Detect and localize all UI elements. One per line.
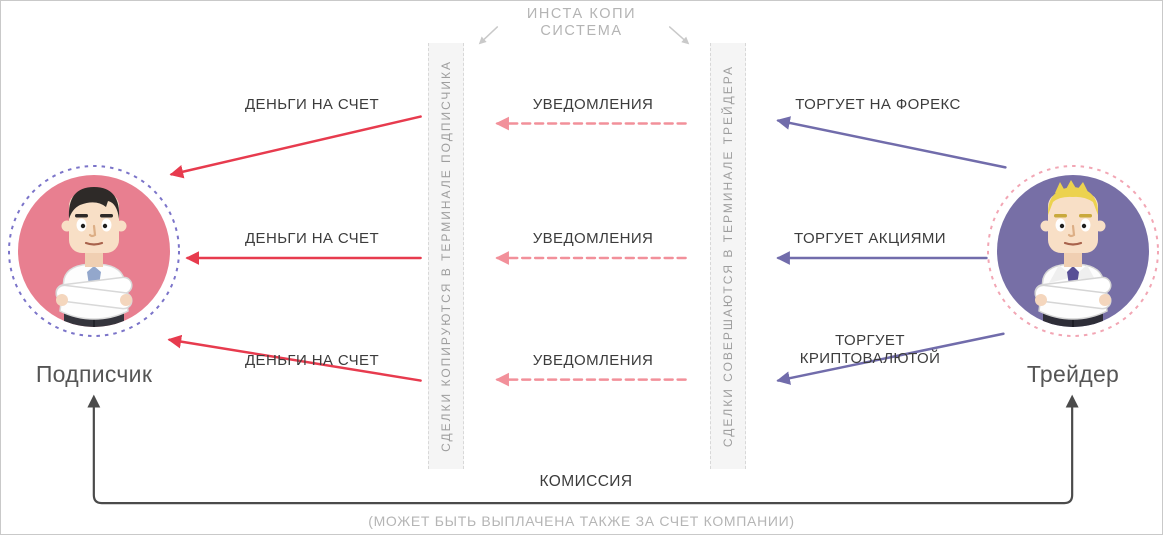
- system-title-line2: СИСТЕМА: [540, 23, 623, 39]
- commission-note: (МОЖЕТ БЫТЬ ВЫПЛАЧЕНА ТАКЖЕ ЗА СЧЕТ КОМП…: [368, 513, 795, 529]
- trader-illustration: [987, 165, 1159, 337]
- trader-dashed-ring: [987, 165, 1159, 337]
- trade-label-row3: ТОРГУЕТ КРИПТОВАЛЮТОЙ: [799, 332, 941, 367]
- money-label-row2: ДЕНЬГИ НА СЧЕТ: [244, 230, 380, 247]
- subscriber-dashed-ring: [8, 165, 180, 337]
- subscriber-label: Подписчик: [35, 361, 153, 387]
- trade-arrow-row3: [776, 332, 1005, 385]
- trader-cartoon: [1034, 180, 1112, 327]
- money-arrow-row3: [167, 334, 422, 382]
- title-pointer-left-arrow: [478, 26, 499, 45]
- subscriber-avatar: [8, 165, 180, 337]
- system-title-line1: ИНСТА КОПИ: [526, 6, 637, 22]
- commission-flow-arrow: [87, 394, 1079, 505]
- title-pointer-right-arrow: [668, 26, 690, 45]
- notify-label-row2: УВЕДОМЛЕНИЯ: [532, 230, 654, 247]
- notify-label-row3: УВЕДОМЛЕНИЯ: [532, 352, 654, 369]
- trade-arrow-row1: [776, 116, 1007, 169]
- subscriber-cartoon: [55, 187, 133, 327]
- notify-label-row1: УВЕДОМЛЕНИЯ: [532, 96, 654, 113]
- trade-label-row1: ТОРГУЕТ НА ФОРЕКС: [795, 96, 961, 113]
- money-label-row3: ДЕНЬГИ НА СЧЕТ: [244, 352, 380, 369]
- subscriber-illustration: [8, 165, 180, 337]
- trader-label: Трейдер: [1026, 361, 1120, 387]
- trade-label-row2: ТОРГУЕТ АКЦИЯМИ: [794, 230, 946, 247]
- money-arrow-row1: [169, 115, 422, 179]
- system-title: ИНСТА КОПИ СИСТЕМА: [1, 6, 1162, 40]
- money-label-row1: ДЕНЬГИ НА СЧЕТ: [244, 96, 380, 113]
- commission-label: КОМИССИЯ: [539, 473, 633, 490]
- trader-avatar: [987, 165, 1159, 337]
